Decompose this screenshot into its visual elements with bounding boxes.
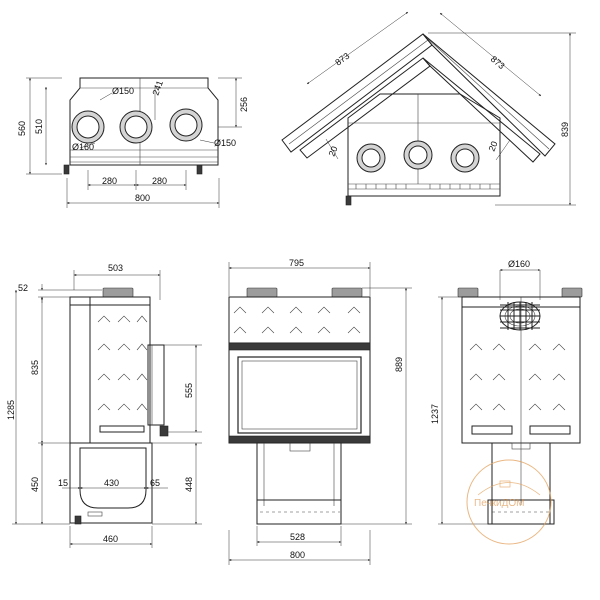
dim-label: 52 [18, 283, 28, 293]
dim-label: 503 [108, 263, 123, 273]
side-view: 503 52 1285 835 450 555 448 15 430 65 46… [6, 263, 202, 548]
dim-label: 800 [290, 550, 305, 560]
side-top-cap [69, 296, 151, 306]
side-base [69, 442, 153, 524]
dim-label: 1237 [430, 404, 440, 424]
dim-label: 280 [152, 176, 167, 186]
front-hood [228, 296, 371, 344]
dim-label: 873 [333, 51, 351, 68]
dim-label: 835 [30, 360, 40, 375]
dim-label: 450 [30, 477, 40, 492]
watermark-text: ПечкиДОМ [474, 498, 524, 509]
dim-label: 560 [17, 121, 27, 136]
flue-center [403, 140, 433, 170]
dim-label: Ø150 [112, 86, 134, 96]
flue-left [356, 143, 386, 173]
dim-label: 1285 [6, 400, 16, 420]
dim-label: Ø160 [72, 142, 94, 152]
front-glass [237, 356, 362, 434]
dim-label: 15 [58, 478, 68, 488]
dim-label: 20 [327, 145, 340, 158]
dim-label: 430 [104, 478, 119, 488]
flue-right [450, 143, 480, 173]
dim-label: 889 [394, 357, 404, 372]
dim-label: 241 [150, 79, 165, 97]
dim-label: 510 [34, 119, 44, 134]
corner-grille [355, 184, 491, 189]
dim-label: 20 [487, 140, 500, 153]
dim-label: Ø160 [508, 259, 530, 269]
side-body [89, 296, 151, 444]
side-chevrons [97, 315, 148, 411]
flue-right [169, 108, 203, 142]
back-flue-spiral [499, 301, 541, 331]
dim-label: 460 [103, 534, 118, 544]
back-chevrons [469, 343, 566, 411]
dim-label: 800 [135, 193, 150, 203]
dim-label: 795 [289, 258, 304, 268]
dim-label: 65 [150, 478, 160, 488]
corner-view: 873 873 20 20 839 [281, 11, 576, 206]
top-view-body [69, 77, 219, 166]
dim-label: 528 [290, 532, 305, 542]
dim-label: 280 [102, 176, 117, 186]
front-chevrons [233, 306, 361, 334]
flue-left [71, 110, 105, 144]
corner-frame-right-inner [422, 57, 541, 163]
dim-label: 873 [489, 54, 507, 71]
dim-label: 839 [560, 122, 570, 137]
back-view: Ø160 1237 [430, 259, 583, 525]
dim-label: 448 [184, 477, 194, 492]
front-view: 795 889 528 800 [228, 258, 412, 565]
dim-label: Ø150 [214, 138, 236, 148]
dim-label: 256 [239, 97, 249, 112]
watermark-logo: ПечкиДОМ [466, 459, 552, 545]
corner-frame-right [422, 33, 556, 157]
top-view: Ø150 241 Ø160 Ø150 256 560 510 280 280 8… [17, 77, 249, 208]
dim-label: 555 [184, 383, 194, 398]
flue-center [119, 110, 153, 144]
